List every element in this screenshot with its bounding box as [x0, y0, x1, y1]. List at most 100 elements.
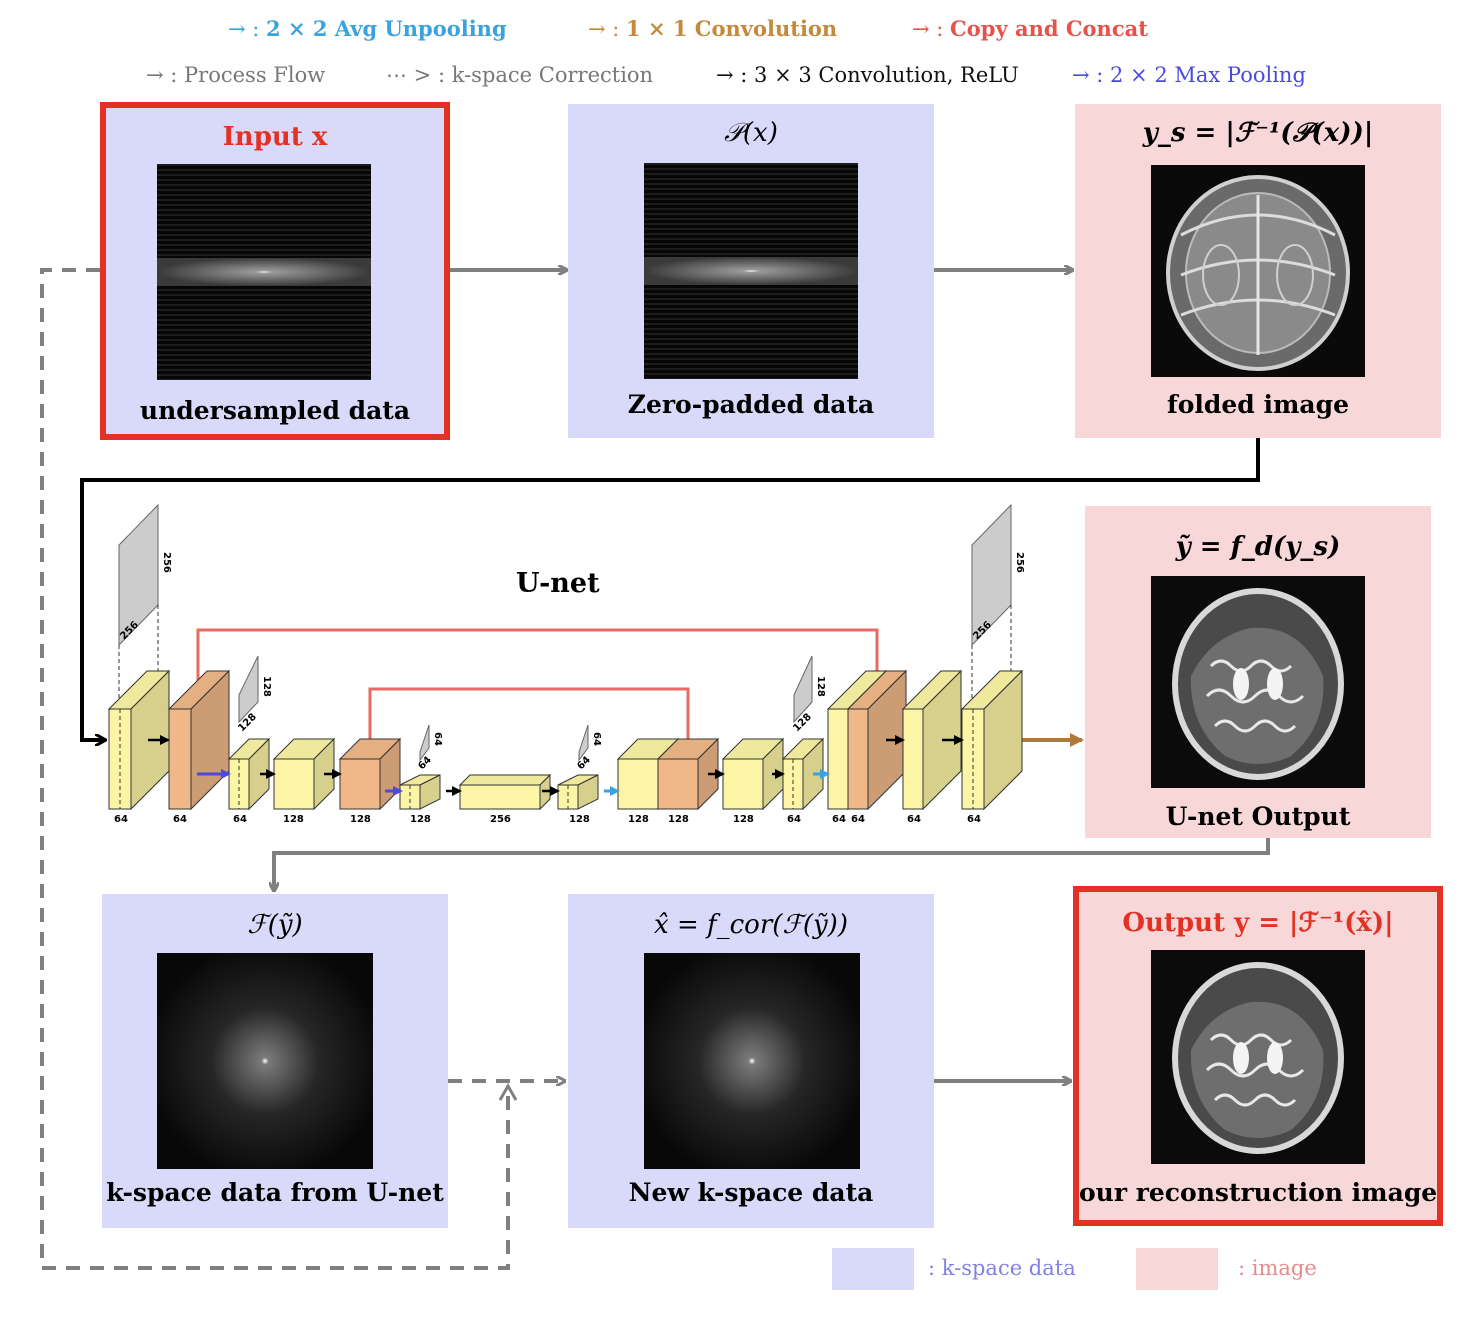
- panel-title: x̂ = f_cor(ℱ(ỹ)): [654, 910, 848, 940]
- ch-label: 256: [490, 814, 511, 825]
- legend-kspace-swatch: [832, 1248, 914, 1290]
- legend-process-flow: → : Process Flow: [146, 63, 325, 87]
- block-front: [557, 784, 579, 810]
- panel-caption: k-space data from U-net: [106, 1178, 444, 1207]
- panel-caption: Zero-padded data: [627, 390, 875, 419]
- skip-connection-inner: [368, 687, 688, 752]
- panel-input: Input x undersampled data: [100, 102, 450, 440]
- brain-mri-graphic: [1151, 576, 1365, 788]
- fm-label: 128: [261, 676, 272, 697]
- legend-kspace-correction: ⋯ > : k-space Correction: [386, 63, 653, 87]
- ch-label: 128: [350, 814, 371, 825]
- legend-text: : image: [1238, 1256, 1317, 1280]
- ch-label: 64: [832, 814, 846, 825]
- legend-kspace-label: : k-space data: [928, 1256, 1076, 1280]
- panel-title: 𝒫(x): [724, 118, 778, 148]
- ch-label: 128: [668, 814, 689, 825]
- folded-brain-image: [1151, 165, 1365, 377]
- ch-label: 128: [569, 814, 590, 825]
- flow-folded-to-unet: [80, 438, 1260, 740]
- ch-label: 128: [283, 814, 304, 825]
- panel-unet-output: ỹ = f_d(y_s) U-net Output: [1085, 506, 1431, 838]
- kspace-glow-graphic: [157, 953, 373, 1169]
- legend-text: k-space Correction: [451, 63, 654, 87]
- feature-map-128-right: [793, 655, 813, 724]
- kspace-stripes-graphic: [644, 163, 858, 379]
- fm-label: 64: [575, 754, 593, 772]
- panel-kspace-unet: ℱ(ỹ) k-space data from U-net: [102, 894, 448, 1228]
- fm-label: 256: [1014, 552, 1025, 573]
- skip-connection-outer: [196, 628, 877, 688]
- block-front: [273, 758, 315, 810]
- panel-output: Output y = |ℱ⁻¹(x̂)| our reconstruction …: [1073, 886, 1443, 1226]
- panel-title: ℱ(ỹ): [247, 910, 303, 940]
- legend-text: 2 × 2 Max Pooling: [1110, 63, 1306, 87]
- block-front: [722, 758, 764, 810]
- panel-caption: New k-space data: [628, 1178, 874, 1207]
- legend-1x1-conv: → : 1 × 1 Convolution: [588, 16, 837, 41]
- unet-output-brain-image: [1151, 576, 1365, 788]
- fm-label: 128: [815, 676, 826, 697]
- ch-label: 128: [733, 814, 754, 825]
- block-front: [902, 708, 924, 810]
- block-front: [339, 758, 381, 810]
- feature-map-256-right: [971, 503, 1012, 710]
- fm-label: 256: [161, 552, 172, 573]
- panel-caption: U-net Output: [1165, 802, 1351, 831]
- brain-mri-graphic: [1151, 950, 1365, 1164]
- block-top: [458, 774, 552, 786]
- panel-title: Output y = |ℱ⁻¹(x̂)|: [1122, 908, 1394, 938]
- unet-kspace-image: [157, 953, 373, 1169]
- feature-map-64-right: [578, 724, 589, 762]
- legend-arrow-icon: → :: [228, 17, 260, 41]
- panel-caption: folded image: [1166, 390, 1350, 419]
- legend-arrow-icon: → :: [912, 17, 944, 41]
- block-front: [459, 784, 541, 810]
- block-front: [847, 708, 869, 810]
- ch-label: 64: [967, 814, 981, 825]
- undersampled-kspace-image: [157, 164, 371, 380]
- fm-label: 64: [416, 754, 434, 772]
- kspace-glow-graphic: [644, 953, 860, 1169]
- feature-map-256-left: [118, 503, 159, 710]
- legend-text: Copy and Concat: [950, 16, 1148, 41]
- block-front: [657, 758, 699, 810]
- feature-map-128-left: [238, 655, 259, 724]
- legend-text: Process Flow: [184, 63, 326, 87]
- folded-brain-graphic: [1151, 165, 1365, 377]
- legend-arrow-icon: → :: [146, 63, 178, 87]
- fm-label: 64: [591, 732, 602, 746]
- legend-avg-unpooling: → : 2 × 2 Avg Unpooling: [228, 16, 507, 41]
- panel-folded: y_s = |ℱ⁻¹(𝒫(x))| folded image: [1075, 104, 1441, 438]
- legend-text: 2 × 2 Avg Unpooling: [266, 16, 507, 41]
- block-front: [399, 784, 421, 810]
- ch-label: 64: [233, 814, 247, 825]
- kspace-stripes-graphic: [157, 164, 371, 380]
- panel-title: Input x: [222, 122, 328, 152]
- panel-new-kspace: x̂ = f_cor(ℱ(ỹ)) New k-space data: [568, 894, 934, 1228]
- zero-padded-kspace-image: [644, 163, 858, 379]
- channel-labels: 64 64 64 128 128 128 256 128 128 128 128…: [114, 814, 981, 825]
- legend-arrow-icon: → :: [588, 17, 620, 41]
- block-front: [168, 708, 192, 810]
- block-front: [827, 708, 849, 810]
- ch-label: 64: [907, 814, 921, 825]
- ch-label: 64: [114, 814, 128, 825]
- panel-title: ỹ = f_d(y_s): [1175, 532, 1341, 562]
- legend-max-pooling: → : 2 × 2 Max Pooling: [1072, 63, 1306, 87]
- legend-text: 1 × 1 Convolution: [626, 16, 838, 41]
- legend-image-swatch: [1136, 1248, 1218, 1290]
- legend-dots-icon: ⋯ > :: [386, 63, 446, 87]
- ch-label: 128: [410, 814, 431, 825]
- legend-copy-concat: → : Copy and Concat: [912, 16, 1148, 41]
- ch-label: 64: [851, 814, 865, 825]
- new-kspace-image: [644, 953, 860, 1169]
- kspace-correction-arrow: [498, 1082, 518, 1101]
- legend-arrow-icon: → :: [716, 63, 748, 87]
- legend-3x3-conv: → : 3 × 3 Convolution, ReLU: [716, 63, 1019, 87]
- legend-arrow-icon: → :: [1072, 63, 1104, 87]
- fm-label: 64: [432, 732, 443, 746]
- panel-padded: 𝒫(x) Zero-padded data: [568, 104, 934, 438]
